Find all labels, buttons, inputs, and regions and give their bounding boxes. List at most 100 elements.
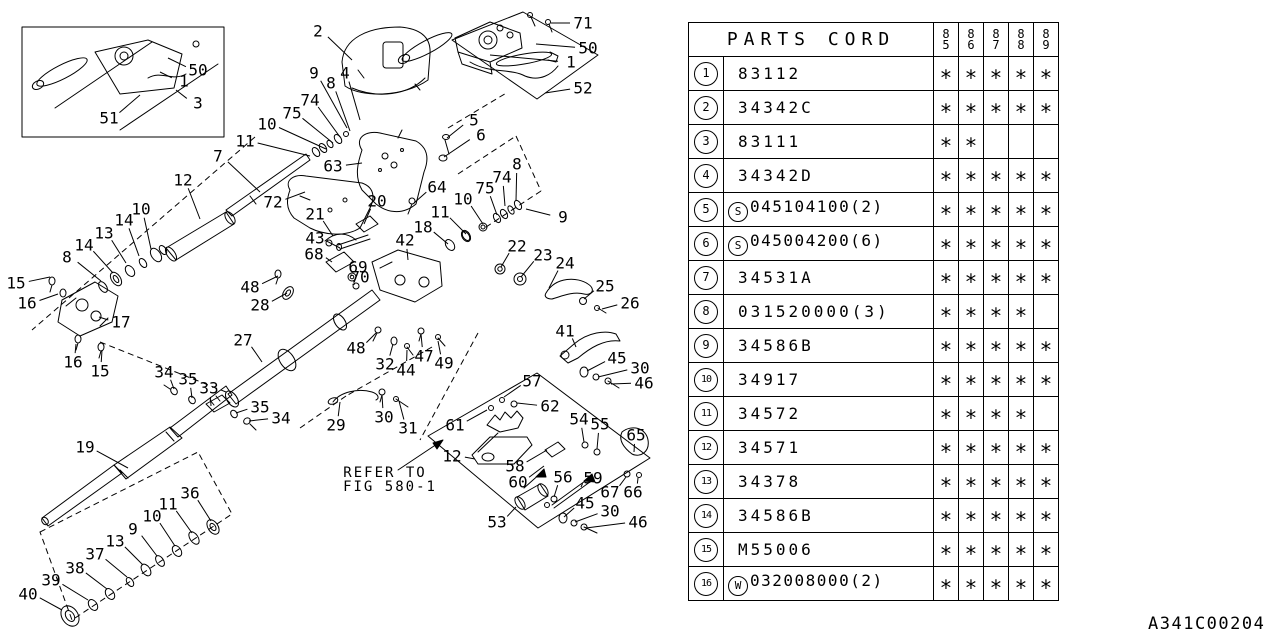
availability-empty: [1008, 124, 1034, 159]
availability-mark: *: [1008, 464, 1034, 499]
callout-5: 5: [469, 111, 479, 130]
ref-number-cell: 15: [688, 532, 724, 567]
callout-leader: [159, 71, 173, 79]
ref-number-cell: 9: [688, 328, 724, 363]
callout-31: 31: [398, 419, 417, 438]
callout-12: 12: [442, 447, 461, 466]
availability-mark: *: [933, 226, 959, 261]
callout-49: 49: [434, 354, 453, 373]
callout-65: 65: [626, 426, 645, 445]
callout-leader: [257, 142, 311, 157]
callout-leader: [124, 546, 144, 566]
availability-mark: *: [1008, 260, 1034, 295]
availability-mark: *: [958, 124, 984, 159]
callout-48: 48: [346, 339, 365, 358]
callout-46: 46: [634, 374, 653, 393]
part-code: 031520000(3): [738, 302, 890, 321]
callout-51: 51: [99, 109, 118, 128]
callout-leader: [526, 449, 548, 463]
availability-mark: *: [933, 430, 959, 465]
part-code: 045004200(6): [750, 231, 884, 250]
ref-number-cell: 11: [688, 396, 724, 431]
availability-mark: *: [958, 328, 984, 363]
callout-75: 75: [282, 104, 301, 123]
callout-64: 64: [427, 178, 446, 197]
circled-ref-number: 3: [694, 129, 718, 154]
callout-leader: [389, 343, 394, 356]
callout-52: 52: [573, 79, 592, 98]
availability-mark: *: [983, 192, 1009, 227]
part-code: 34342D: [738, 166, 814, 185]
availability-mark: *: [1033, 90, 1059, 125]
availability-mark: *: [1033, 158, 1059, 193]
circled-prefix-s: S: [728, 202, 748, 222]
part-code: 34572: [738, 404, 802, 423]
callout-54: 54: [569, 410, 588, 429]
callout-leader: [596, 432, 599, 450]
callout-34: 34: [271, 409, 290, 428]
availability-mark: *: [1008, 56, 1034, 91]
callout-leader: [187, 188, 201, 220]
callout-leader: [105, 558, 128, 578]
callout-leader: [502, 185, 506, 207]
callout-15: 15: [90, 362, 109, 381]
part-code: 34531A: [738, 268, 814, 287]
callout-34: 34: [154, 363, 173, 382]
callout-leader: [489, 54, 559, 62]
callout-leader: [553, 485, 559, 498]
callout-62: 62: [540, 397, 559, 416]
availability-mark: *: [983, 498, 1009, 533]
circled-ref-number: 10: [694, 367, 718, 392]
callout-71: 71: [573, 14, 592, 33]
callout-7: 7: [213, 147, 223, 166]
callout-75: 75: [475, 179, 494, 198]
ref-number-cell: 5: [688, 192, 724, 227]
availability-mark: *: [933, 362, 959, 397]
callout-leader: [345, 162, 363, 166]
availability-mark: *: [1008, 566, 1034, 601]
callout-1: 1: [566, 53, 576, 72]
callout-leader: [248, 418, 269, 422]
availability-mark: *: [983, 328, 1009, 363]
availability-mark: *: [1033, 532, 1059, 567]
callout-leader: [470, 205, 484, 225]
callout-leader: [326, 240, 341, 249]
callout-21: 21: [305, 205, 324, 224]
callout-leader: [261, 275, 279, 285]
availability-mark: *: [958, 566, 984, 601]
availability-mark: *: [983, 566, 1009, 601]
callout-leader: [278, 127, 327, 150]
callout-28: 28: [250, 296, 269, 315]
year-column-88: 8 8: [1008, 22, 1034, 57]
ref-number-cell: 2: [688, 90, 724, 125]
availability-mark: *: [958, 294, 984, 329]
ref-number-cell: 8: [688, 294, 724, 329]
availability-mark: *: [958, 90, 984, 125]
callout-leader: [466, 409, 488, 422]
circled-ref-number: 5: [694, 197, 718, 222]
ref-number-cell: 16: [688, 566, 724, 601]
callout-leader: [235, 408, 248, 414]
availability-mark: *: [1033, 192, 1059, 227]
callout-leader: [74, 343, 77, 354]
part-code: 34571: [738, 438, 802, 457]
callout-leader: [585, 522, 626, 529]
year-column-87: 8 7: [983, 22, 1009, 57]
callout-leader: [420, 333, 423, 348]
callout-55: 55: [590, 415, 609, 434]
callout-66: 66: [623, 483, 642, 502]
availability-empty: [1033, 396, 1059, 431]
callout-leader: [128, 228, 140, 257]
callout-leader: [317, 106, 341, 138]
refer-note-line2: FIG 580-1: [343, 479, 437, 495]
year-column-86: 8 6: [958, 22, 984, 57]
availability-empty: [1033, 294, 1059, 329]
part-code: 83111: [738, 132, 802, 151]
callout-leader: [516, 402, 538, 406]
